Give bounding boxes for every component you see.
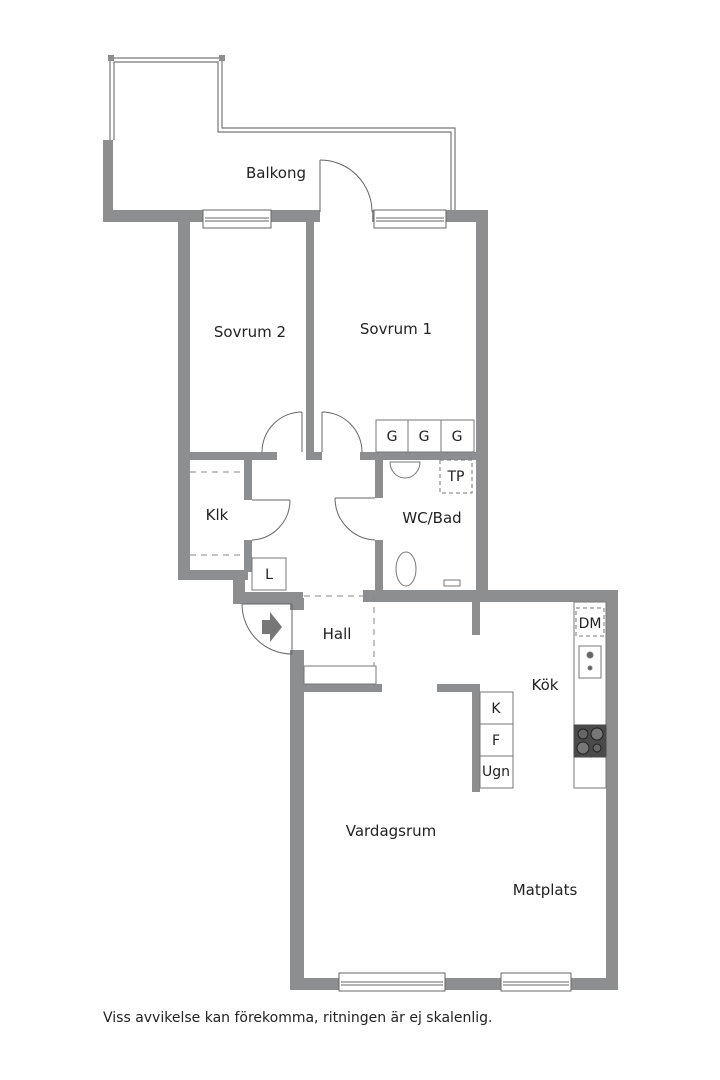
room-label-wcbad: WC/Bad — [402, 509, 462, 527]
fridge-label: K — [491, 701, 501, 717]
freezer-label: F — [491, 733, 501, 749]
oven-label: Ugn — [481, 764, 511, 780]
room-label-balkong: Balkong — [245, 164, 307, 182]
dashed-lines — [190, 471, 591, 788]
entrance-arrow-icon — [262, 612, 282, 642]
closets — [251, 419, 475, 685]
walls — [103, 140, 618, 990]
balcony-railing — [108, 55, 456, 210]
dishwasher-label: DM — [578, 616, 602, 632]
linen-closet-label: L — [265, 567, 273, 583]
room-label-matplats: Matplats — [512, 881, 578, 899]
tp-label: TP — [447, 469, 465, 485]
wardrobe-label-2: G — [418, 429, 430, 445]
wardrobe-label-1: G — [386, 429, 398, 445]
wardrobe-label-3: G — [451, 429, 463, 445]
kitchen-fixtures — [479, 601, 607, 789]
windows — [202, 209, 572, 992]
room-label-sovrum2: Sovrum 2 — [213, 323, 287, 341]
doors — [241, 159, 376, 655]
room-label-hall: Hall — [322, 625, 352, 643]
bathroom-fixtures — [389, 459, 473, 587]
room-label-klk: Klk — [205, 506, 229, 524]
disclaimer-note: Viss avvikelse kan förekomma, ritningen … — [103, 1010, 493, 1026]
room-label-vardagsrum: Vardagsrum — [345, 822, 437, 840]
room-label-kok: Kök — [531, 676, 559, 694]
room-label-sovrum1: Sovrum 1 — [359, 320, 433, 338]
